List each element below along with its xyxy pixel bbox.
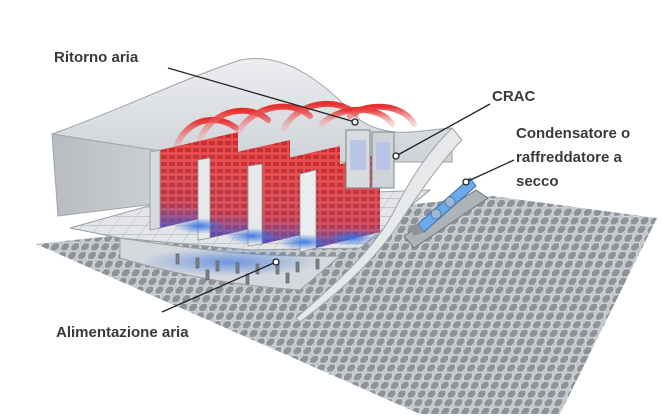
leader-condenser	[465, 159, 515, 183]
leader-lines	[161, 67, 515, 313]
right-wall	[295, 127, 463, 323]
leader-dots	[272, 118, 470, 266]
condenser-label-line-2: raffreddatore a	[516, 149, 622, 166]
leader-return-air	[167, 67, 356, 123]
condenser-label-line-1: Condensatore o	[516, 125, 631, 142]
supply-air-label: Alimentazione aria	[56, 324, 189, 341]
cold-air-flow	[174, 218, 378, 250]
condenser-label-line-3: secco	[516, 173, 559, 190]
hot-air-flow	[173, 100, 417, 151]
condenser-icon	[403, 177, 489, 249]
leader-supply-air	[161, 261, 277, 313]
cold-air-underfloor	[140, 248, 320, 276]
return-air-label: Ritorno aria	[54, 49, 139, 66]
leader-crac	[395, 103, 491, 157]
crac-label: CRAC	[492, 88, 536, 105]
crac-unit-icon	[345, 129, 395, 189]
floor-pedestals	[175, 253, 320, 285]
